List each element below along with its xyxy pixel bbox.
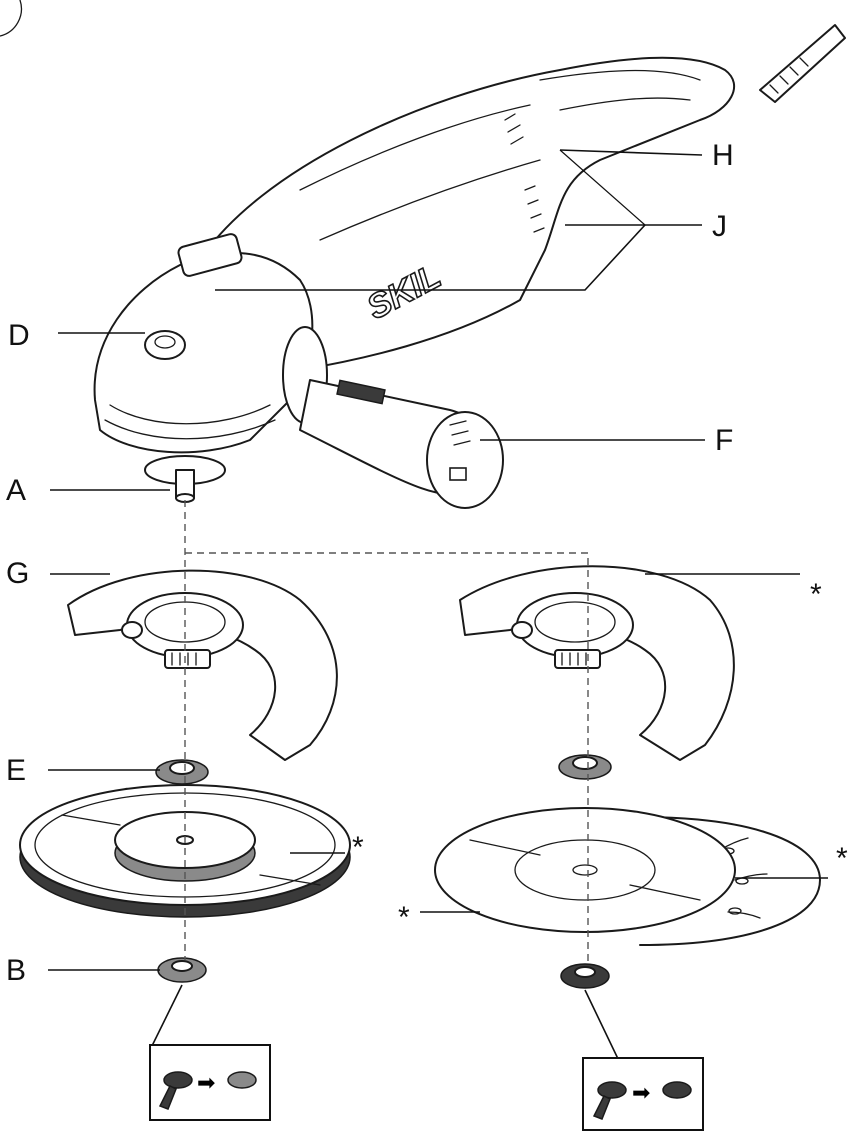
label-d: D: [8, 319, 30, 352]
label-h: H: [712, 139, 734, 172]
label-j: J: [712, 210, 727, 243]
wrench-to-flange-icon: [592, 1081, 627, 1120]
label-b: B: [6, 954, 26, 987]
asterisk-diamond-disc: *: [836, 842, 848, 875]
clamp-nut-left: [157, 957, 207, 983]
clamp-nut-right: [560, 963, 610, 989]
wrench-to-flange-icon: [158, 1071, 193, 1110]
asterisk-cutting-disc: *: [398, 901, 410, 934]
side-handle: [282, 326, 504, 509]
flange-icon: [662, 1081, 692, 1099]
label-f: F: [715, 424, 733, 457]
assembly-lines: [184, 500, 589, 965]
backing-flange-right: [558, 754, 612, 780]
detail-box-right: ➡: [582, 989, 704, 1131]
angle-grinder: SKIL: [93, 24, 846, 509]
backing-flange-left: [155, 759, 209, 785]
asterisk-guard-right: *: [810, 578, 822, 611]
label-g: G: [6, 557, 29, 590]
guard-left: [67, 569, 338, 761]
arrow-right-icon: ➡: [632, 1080, 650, 1105]
cutting-disc: [434, 807, 821, 946]
arrow-right-icon: ➡: [197, 1070, 215, 1095]
label-e: E: [6, 754, 26, 787]
leader-lines: [48, 149, 828, 971]
flange-icon: [227, 1071, 257, 1089]
detail-box-left: ➡: [149, 984, 271, 1121]
asterisk-grinding-disc: *: [352, 831, 364, 864]
figure-number-circle: [0, 0, 23, 37]
guard-right: [459, 565, 735, 761]
label-a: A: [6, 474, 26, 507]
